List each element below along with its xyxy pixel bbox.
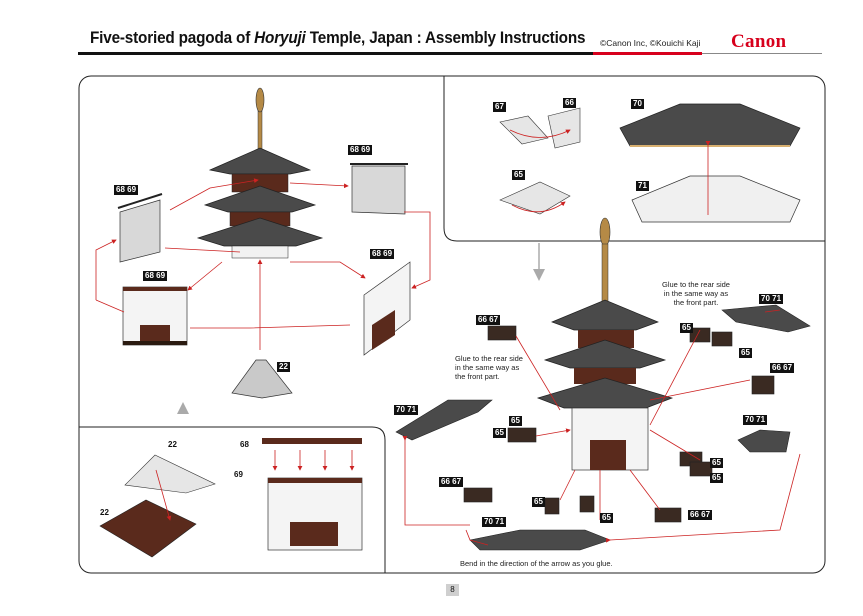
title-part2: Temple, Japan : Assembly Instructions — [305, 28, 586, 47]
part-label-66: 66 — [563, 98, 576, 108]
left-panel-a — [117, 193, 163, 263]
header-rule-black — [78, 52, 593, 55]
piece-65 — [499, 181, 571, 215]
page-title: Five-storied pagoda of Horyuji Temple, J… — [90, 28, 586, 48]
part-label-65-e: 65 — [710, 458, 723, 468]
part-label-70-71-c: 70 71 — [743, 415, 768, 425]
glue-note-left: Glue to the rear side in the same way as… — [455, 354, 523, 381]
part-label-70-71-a: 70 71 — [394, 405, 419, 415]
main-arrows — [402, 309, 801, 546]
part-label-70-71-d: 70 71 — [482, 517, 507, 527]
header-rule-gray — [702, 53, 822, 54]
left-base-piece — [231, 359, 293, 399]
part-label-71: 71 — [636, 181, 649, 191]
part-label-68-69-d: 68 69 — [370, 249, 395, 259]
main-parts — [395, 304, 811, 551]
part-label-70: 70 — [631, 99, 644, 109]
part-label-70-71-b: 70 71 — [759, 294, 784, 304]
part-label-65: 65 — [512, 170, 525, 180]
bottom-left-inset-frame — [79, 426, 386, 573]
page-number: 8 — [446, 584, 459, 596]
glue-note-right: Glue to the rear side in the same way as… — [662, 280, 730, 307]
left-pagoda — [196, 87, 324, 259]
roof-piece-71 — [631, 141, 801, 223]
part-label-68-69-c: 68 69 — [143, 271, 168, 281]
part-label-inset-22-b: 22 — [100, 508, 109, 517]
part-label-inset-22-a: 22 — [168, 440, 177, 449]
part-label-65-b: 65 — [493, 428, 506, 438]
left-wall-side — [363, 261, 411, 356]
part-label-65-a: 65 — [509, 416, 522, 426]
top-right-inset-frame — [443, 76, 825, 242]
header-rule-red — [593, 52, 702, 55]
part-label-inset-68: 68 — [240, 440, 249, 449]
piece-67-66 — [499, 107, 581, 149]
part-label-22: 22 — [277, 362, 290, 372]
part-label-65-c: 65 — [680, 323, 693, 333]
roof-piece-70 — [619, 103, 801, 147]
title-italic: Horyuji — [254, 28, 306, 47]
bend-note: Bend in the direction of the arrow as yo… — [460, 559, 613, 568]
part-label-65-h: 65 — [600, 513, 613, 523]
outer-frame — [78, 75, 826, 574]
canon-logo: Canon — [731, 31, 787, 52]
copyright-text: ©Canon Inc, ©Kouichi Kaji — [600, 38, 701, 48]
left-wall-front — [122, 286, 188, 346]
part-label-65-f: 65 — [710, 473, 723, 483]
part-label-66-67-b: 66 67 — [439, 477, 464, 487]
inset-base-pieces — [99, 454, 216, 558]
title-part1: Five-storied pagoda of — [90, 28, 255, 47]
left-panel-b — [350, 163, 408, 215]
part-label-68-69-b: 68 69 — [348, 145, 373, 155]
part-label-68-69-a: 68 69 — [114, 185, 139, 195]
part-label-inset-69: 69 — [234, 470, 243, 479]
part-label-66-67-a: 66 67 — [476, 315, 501, 325]
part-label-66-67-c: 66 67 — [770, 363, 795, 373]
part-label-66-67-d: 66 67 — [688, 510, 713, 520]
part-label-67: 67 — [493, 102, 506, 112]
main-pagoda — [536, 217, 674, 471]
part-label-65-d: 65 — [739, 348, 752, 358]
inset-wall — [262, 438, 363, 551]
part-label-65-g: 65 — [532, 497, 545, 507]
